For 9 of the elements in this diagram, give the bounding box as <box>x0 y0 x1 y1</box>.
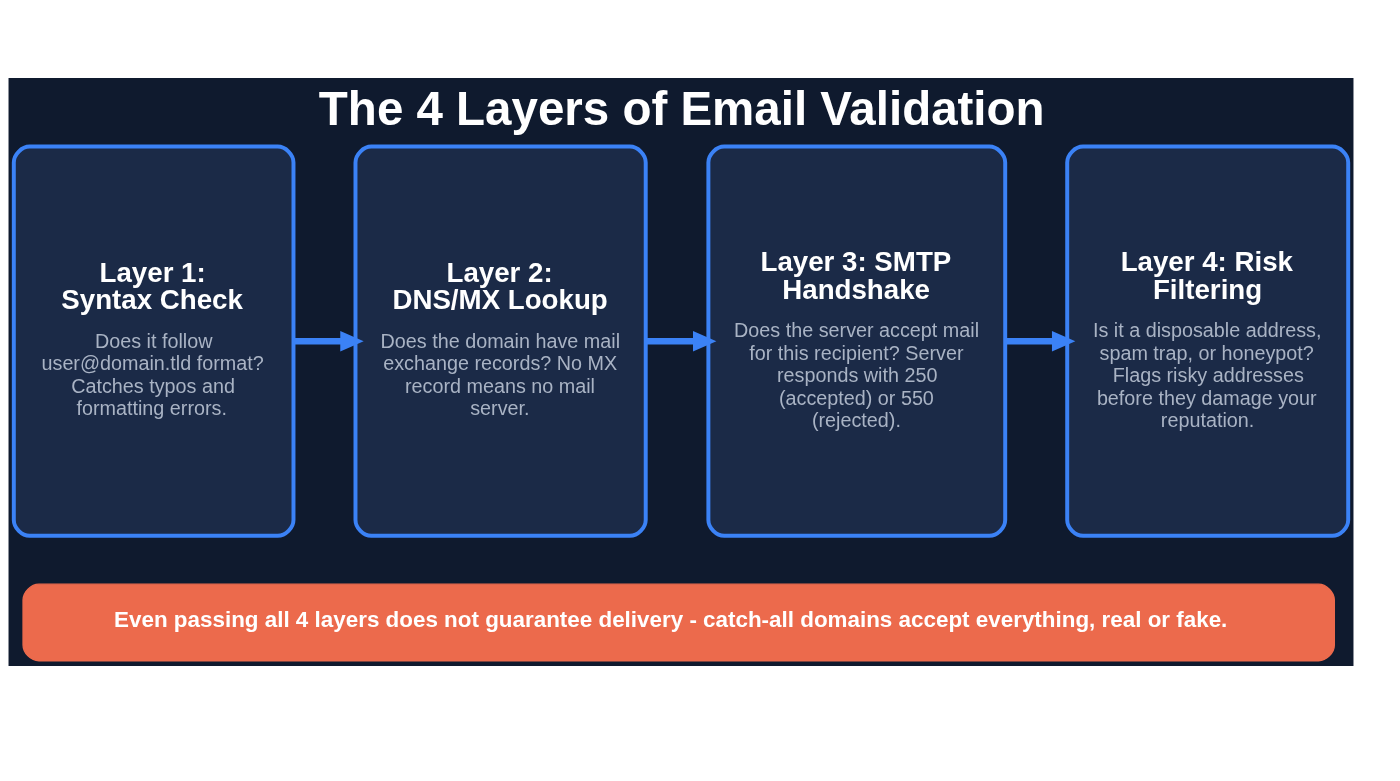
node-box: Layer 3: SMTP Handshake Does the server accept mail for this recipient? Server responds with 250 (accepted) or 550 (rejected). <box>706 144 1008 538</box>
arrow <box>293 330 364 351</box>
node-box: Layer 2: DNS/MX Lookup Does the domain have mail exchange records? No MX record means no mail server. <box>353 144 648 538</box>
arrow <box>1005 330 1076 351</box>
node-box: Layer 4: Risk Filtering Is it a disposable address, spam trap, or honeypot? Flags risky addresses before they damage your reputation. <box>1065 144 1351 538</box>
node-box: Even passing all 4 layers does not guarantee delivery - catch-all domains accept everything, real or fake. <box>22 583 1335 661</box>
arrow <box>646 330 717 351</box>
diagram-title: The 4 Layers of Email Validation <box>318 81 1045 135</box>
node-box: Layer 1: Syntax Check Does it follow user@domain.tld format? Catches typos and formatting errors. <box>11 144 296 538</box>
